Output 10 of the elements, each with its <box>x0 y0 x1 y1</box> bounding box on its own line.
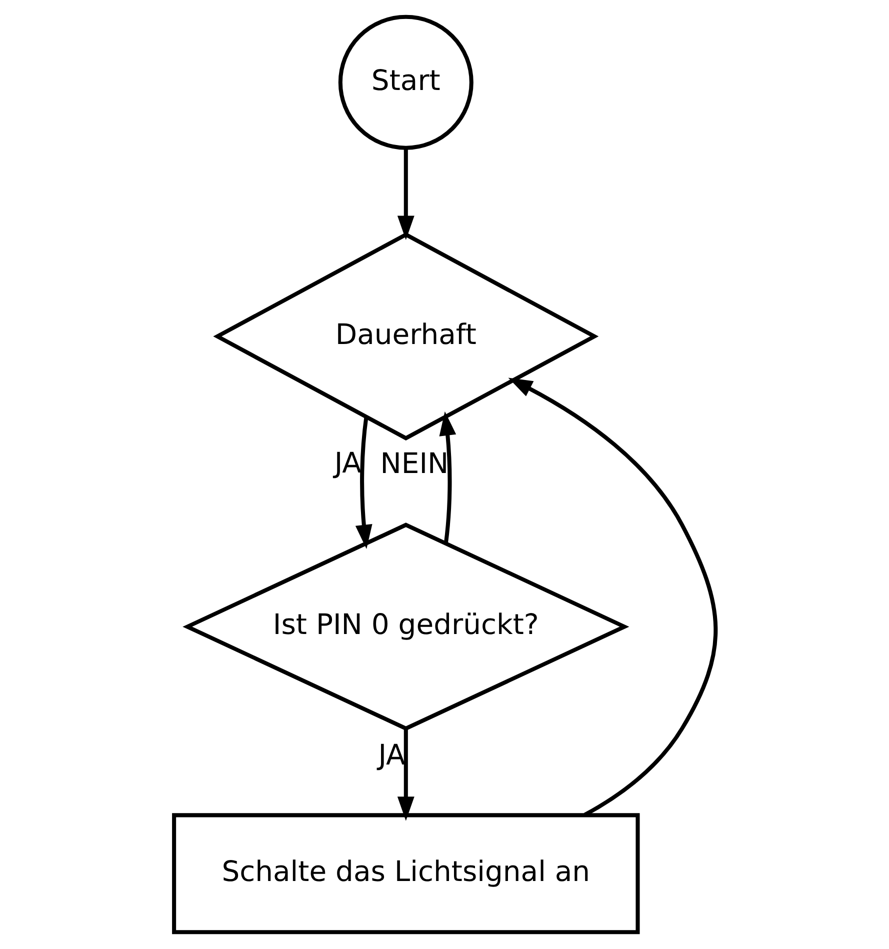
arrow <box>438 411 456 544</box>
edge-label: NEIN <box>380 446 448 480</box>
edge-label: JA <box>378 738 405 772</box>
node-circle: Start <box>338 14 473 150</box>
arrow <box>396 148 414 240</box>
node-box: Schalte das Lichtsignal an <box>172 813 640 934</box>
arrow <box>354 417 372 550</box>
edge-label: JA <box>334 446 362 480</box>
node-diamond: Dauerhaft <box>212 232 598 440</box>
arrow <box>396 728 414 821</box>
